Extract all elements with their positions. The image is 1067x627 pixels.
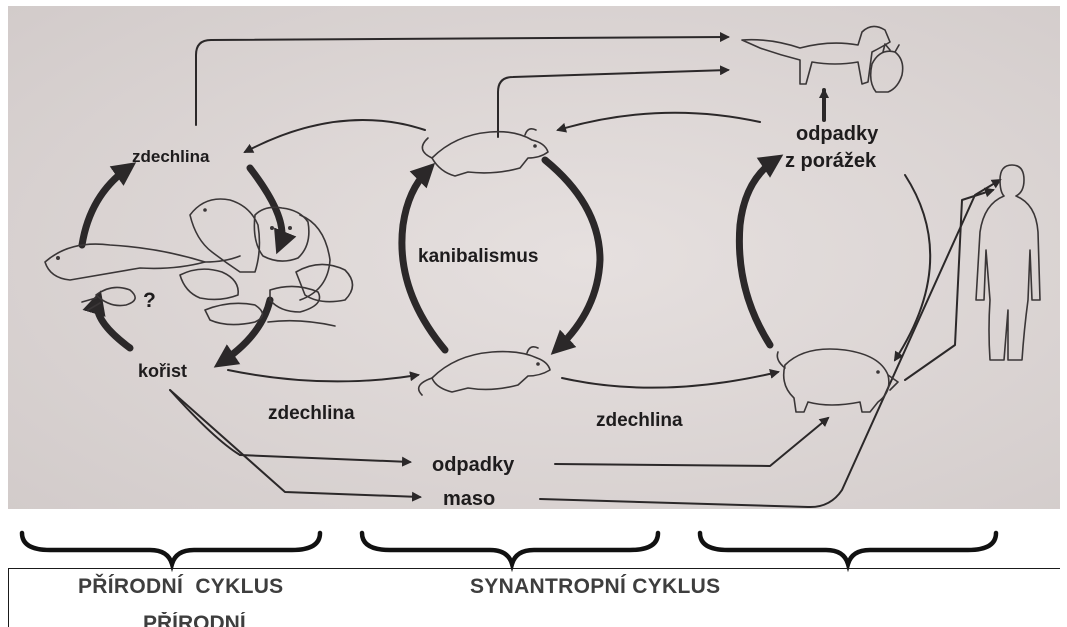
label-zdechlina-top: zdechlina bbox=[132, 147, 210, 166]
label-zdechlina-right: zdechlina bbox=[596, 410, 683, 431]
label-kanibalismus: kanibalismus bbox=[418, 246, 538, 267]
label-maso: maso bbox=[443, 488, 495, 510]
footer-left-border bbox=[8, 568, 9, 627]
question-mark-label: ? bbox=[143, 289, 156, 312]
brace-right bbox=[700, 533, 996, 564]
brace-middle bbox=[362, 533, 658, 564]
label-zdechlina-left: zdechlina bbox=[268, 403, 355, 424]
natural-cycle-label: PŘÍRODNÍ CYKLUS bbox=[78, 575, 283, 599]
label-korist: kořist bbox=[138, 361, 187, 381]
cut-off-text: PŘÍRODNÍ bbox=[143, 612, 246, 627]
label-odpadky-porazky-line2: z porážek bbox=[785, 150, 877, 172]
label-odpadky-bottom: odpadky bbox=[432, 454, 515, 476]
footer-top-border bbox=[8, 568, 1060, 569]
label-odpadky-porazky-line1: odpadky bbox=[796, 123, 879, 145]
synanthropic-cycle-label: SYNANTROPNÍ CYKLUS bbox=[470, 575, 720, 599]
brace-left bbox=[22, 533, 320, 564]
